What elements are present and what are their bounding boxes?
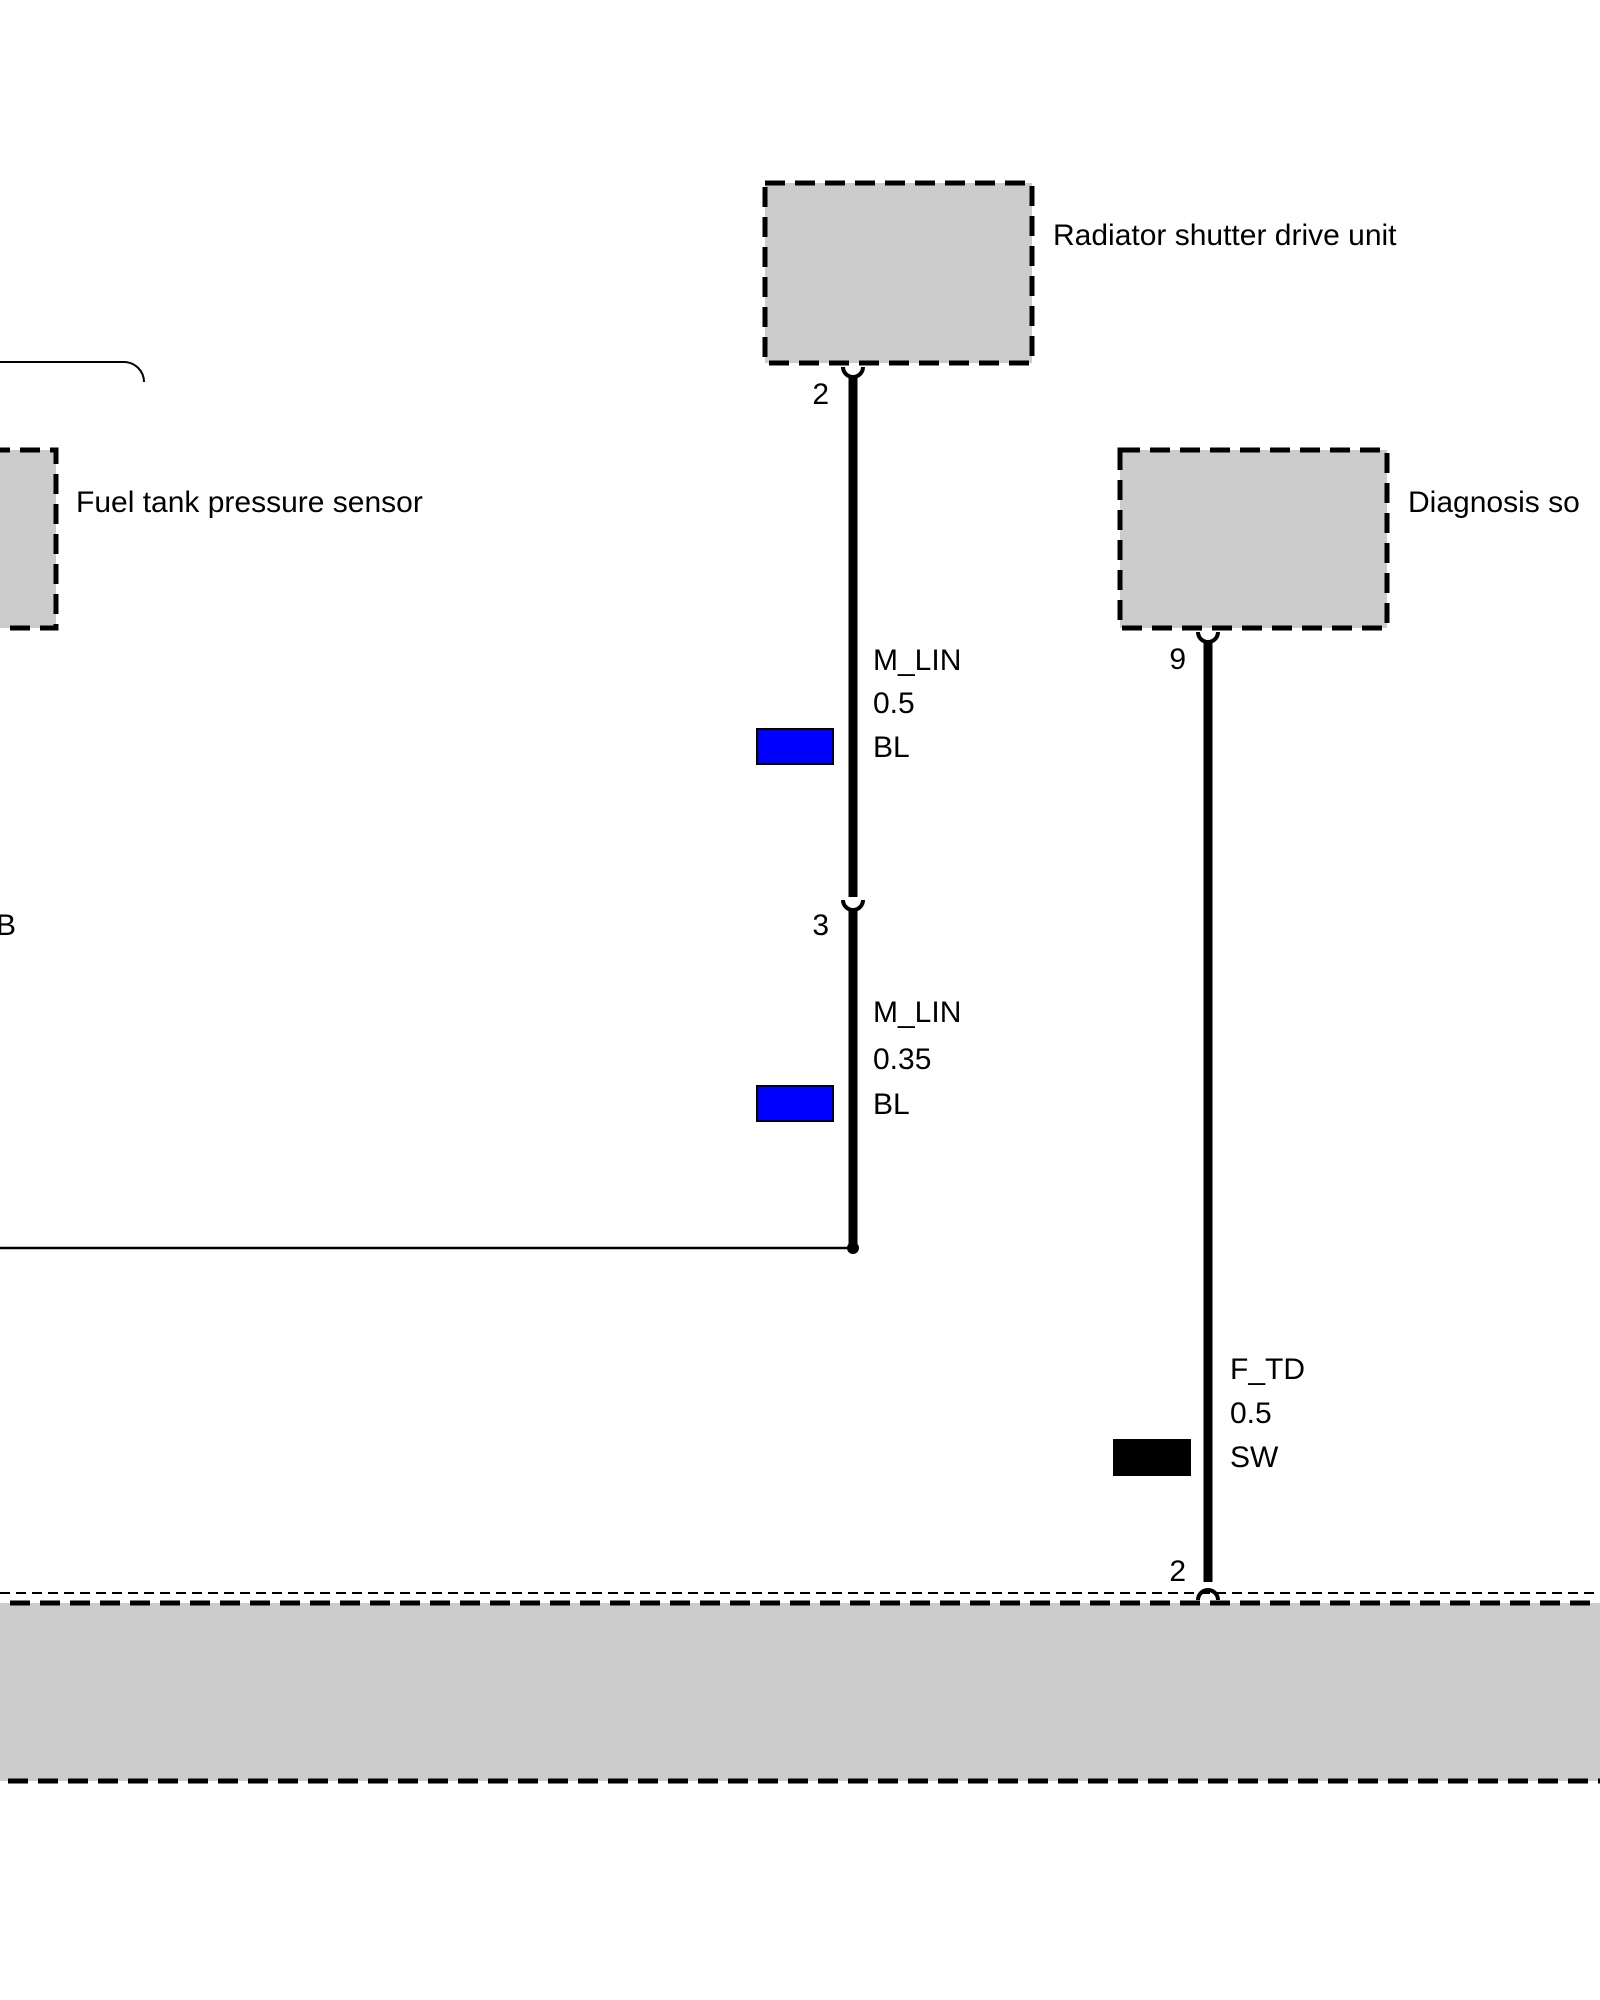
fuel-tank-sensor-box[interactable] xyxy=(0,447,59,631)
connector-pin-icon xyxy=(841,366,865,379)
wire-gauge: 0.35 xyxy=(873,1043,931,1076)
wire-gauge: 0.5 xyxy=(873,687,915,720)
wire-m-lin-upper[interactable]: 2 M_LIN 0.5 BL xyxy=(756,366,961,897)
edge-fragment-label: B xyxy=(0,909,16,942)
pin-number: 2 xyxy=(1169,1555,1186,1588)
pin-number: 2 xyxy=(812,378,829,411)
wire-m-lin-lower[interactable]: 3 M_LIN 0.35 BL xyxy=(756,899,961,1248)
splice-line[interactable] xyxy=(0,1242,859,1254)
wire-color-code: BL xyxy=(873,731,910,764)
wire-color-code: SW xyxy=(1230,1441,1279,1474)
wire-color-code: BL xyxy=(873,1088,910,1121)
connector-pin-icon xyxy=(841,899,865,912)
group-bracket xyxy=(0,361,145,383)
diagnosis-socket-box[interactable] xyxy=(1117,447,1390,631)
connector-pin-icon xyxy=(1196,631,1220,644)
diagnosis-socket[interactable]: Diagnosis so xyxy=(1117,447,1580,631)
radiator-shutter-drive-unit[interactable]: Radiator shutter drive unit xyxy=(762,180,1397,366)
pin-number: 3 xyxy=(812,909,829,942)
wire-color-swatch xyxy=(756,1085,834,1122)
fuel-tank-sensor-label: Fuel tank pressure sensor xyxy=(76,486,423,519)
wire-f-td[interactable]: 9 2 F_TD 0.5 SW xyxy=(1113,631,1305,1601)
splice-dot-icon xyxy=(847,1242,859,1254)
radiator-shutter-box[interactable] xyxy=(762,180,1035,366)
wire-gauge: 0.5 xyxy=(1230,1397,1272,1430)
module-box[interactable] xyxy=(0,1600,1600,1784)
radiator-shutter-label: Radiator shutter drive unit xyxy=(1053,219,1397,252)
wire-color-swatch xyxy=(1113,1439,1191,1476)
wire-signal-name: M_LIN xyxy=(873,644,961,677)
wire-signal-name: M_LIN xyxy=(873,996,961,1029)
wire-color-swatch xyxy=(756,728,834,765)
bottom-control-module[interactable] xyxy=(0,1592,1600,1784)
fuel-tank-pressure-sensor[interactable]: Fuel tank pressure sensor xyxy=(0,447,423,631)
pin-number: 9 xyxy=(1169,643,1186,676)
wire-signal-name: F_TD xyxy=(1230,1353,1305,1386)
diagnosis-socket-label: Diagnosis so xyxy=(1408,486,1580,519)
connector-pin-icon xyxy=(1196,1588,1220,1601)
